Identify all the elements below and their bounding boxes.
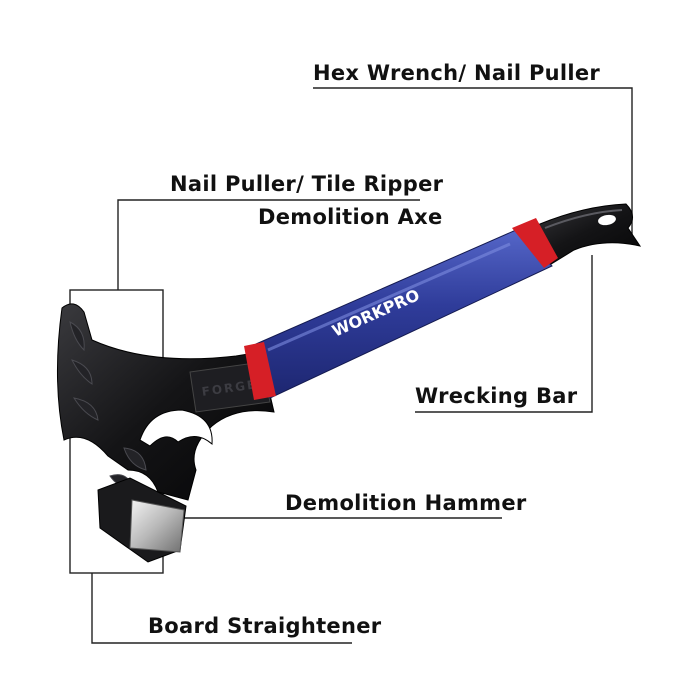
callout-nail-puller <box>117 199 420 290</box>
label-board-straightener: Board Straightener <box>148 614 382 638</box>
red-ring-upper <box>512 218 558 268</box>
hex-hole <box>598 214 616 226</box>
label-demolition-hammer: Demolition Hammer <box>285 491 527 515</box>
callout-wrecking-bar <box>415 255 593 413</box>
striking-face <box>97 477 187 563</box>
label-nail-puller-tile-ripper: Nail Puller/ Tile Ripper <box>170 172 444 196</box>
hammer-head: FORGE <box>56 303 275 563</box>
handle: WORKPRO <box>244 218 558 400</box>
label-hex-wrench: Hex Wrench/ Nail Puller <box>313 61 601 85</box>
label-wrecking-bar: Wrecking Bar <box>415 384 578 408</box>
label-demolition-axe: Demolition Axe <box>258 205 443 229</box>
callout-board-straightener <box>91 573 352 644</box>
red-ring-lower <box>244 342 276 400</box>
